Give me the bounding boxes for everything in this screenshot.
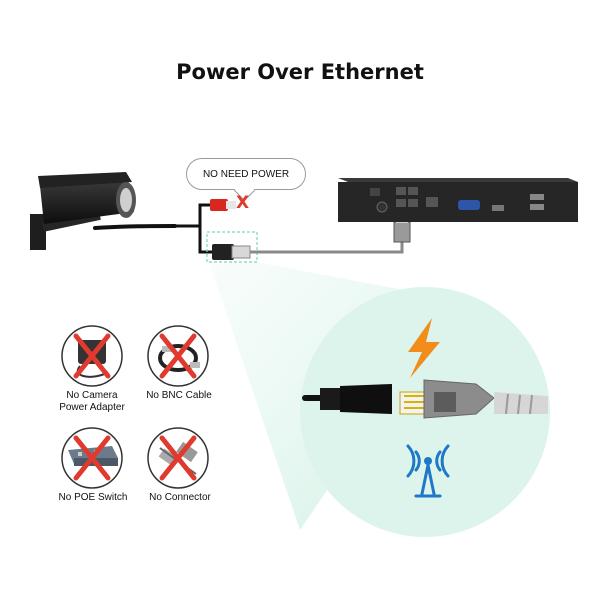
- forbidden-x-icon: [159, 435, 197, 481]
- page-title: Power Over Ethernet: [176, 60, 424, 84]
- icon-label-bnc-cable: No BNC Cable: [146, 390, 212, 401]
- zoomed-camera-cable: [302, 384, 392, 414]
- zoom-focus-box: [206, 231, 258, 263]
- icon-label-power-adapter: No Camera Power Adapter: [59, 390, 125, 413]
- icon-label-poe-switch: No POE Switch: [58, 492, 128, 503]
- bullet-camera-icon: [30, 172, 136, 250]
- nvr-recorder-icon: [338, 178, 578, 222]
- signal-tower-icon: [406, 444, 450, 498]
- callout-text: NO NEED POWER: [202, 168, 290, 180]
- zoomed-rj45-plug: [399, 379, 495, 419]
- dc-connector-cross-mark: X: [236, 193, 250, 213]
- zoomed-ethernet-cable: [494, 392, 548, 415]
- dc-power-connector: [210, 199, 236, 211]
- forbidden-x-icon: [159, 333, 197, 379]
- icon-label-connector: No Connector: [149, 492, 211, 503]
- ethernet-cable: [250, 240, 404, 254]
- no-need-power-callout: NO NEED POWER: [186, 158, 306, 190]
- camera-rj45-plug: [212, 244, 251, 260]
- forbidden-x-icon: [73, 333, 111, 379]
- forbidden-x-icon: [73, 435, 111, 481]
- lightning-bolt-icon: [408, 318, 440, 378]
